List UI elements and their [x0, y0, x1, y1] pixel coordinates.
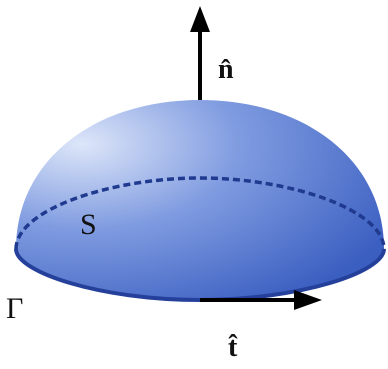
dashed-rim	[14, 176, 386, 250]
tangent-label: t̂	[228, 332, 238, 363]
normal-label: n̂	[218, 54, 234, 85]
surface-label: S	[80, 208, 97, 241]
normal-arrow-head	[190, 6, 210, 32]
boundary-label: Γ	[6, 292, 23, 325]
hemisphere-surface	[16, 100, 384, 300]
tangent-arrow-head	[294, 290, 322, 310]
